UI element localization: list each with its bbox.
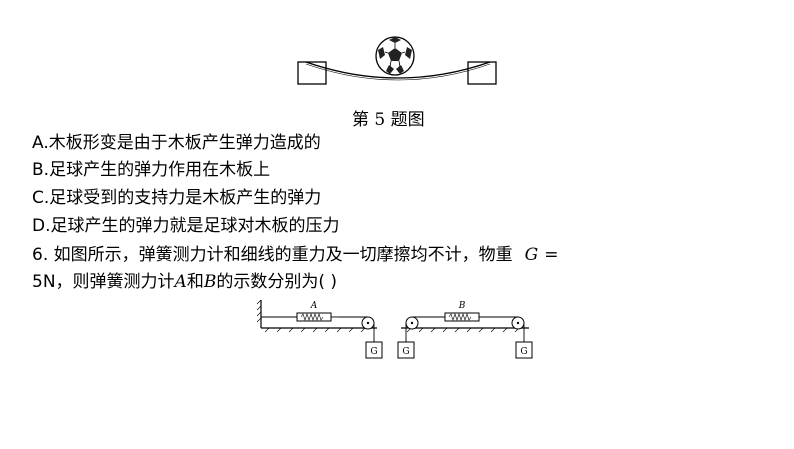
right-support-block <box>467 61 497 85</box>
weight-symbol: G <box>524 245 539 265</box>
figure-5-caption: 第 5 题图 <box>352 110 425 130</box>
figure-6-spring-scales: A G G B G <box>256 299 533 359</box>
weight-block-b-right <box>515 341 533 359</box>
weight-label-b-right: G <box>520 347 527 357</box>
setup-a: A G <box>256 299 383 359</box>
meter-b-symbol: B <box>203 272 217 292</box>
weight-label-b-left: G <box>402 347 409 357</box>
equals-sign: = <box>544 245 559 265</box>
question-6-text-2b: 的示数分别为( ) <box>216 272 337 292</box>
meter-a-symbol: A <box>174 272 187 292</box>
weight-block-a <box>365 341 383 359</box>
question-6-line-2: 5N，则弹簧测力计A和B的示数分别为( ) <box>32 270 337 294</box>
meter-a-label: A <box>310 301 318 311</box>
question-6-text: 6. 如图所示，弹簧测力计和细线的重力及一切摩擦均不计，物重 <box>32 245 513 265</box>
option-b: B.足球产生的弹力作用在木板上 <box>32 160 271 180</box>
weight-label-a: G <box>370 347 377 357</box>
meter-b-label: B <box>458 301 466 311</box>
option-a: A.木板形变是由于木板产生弹力造成的 <box>32 133 321 153</box>
question-6-text-2a: 5N，则弹簧测力计 <box>32 272 175 292</box>
question-6-line-1: 6. 如图所示，弹簧测力计和细线的重力及一切摩擦均不计，物重 G= <box>32 243 558 267</box>
left-support-block <box>297 61 327 85</box>
bent-board <box>305 61 491 79</box>
football-icon <box>375 36 415 76</box>
and-text: 和 <box>186 272 204 292</box>
option-c: C.足球受到的支持力是木板产生的弹力 <box>32 188 322 208</box>
option-d: D.足球产生的弹力就是足球对木板的压力 <box>32 216 340 236</box>
setup-b: G B G <box>397 301 533 359</box>
weight-block-b-left <box>397 341 415 359</box>
bent-board-lower <box>305 63 491 81</box>
figure-5-ball-on-board <box>297 36 497 85</box>
